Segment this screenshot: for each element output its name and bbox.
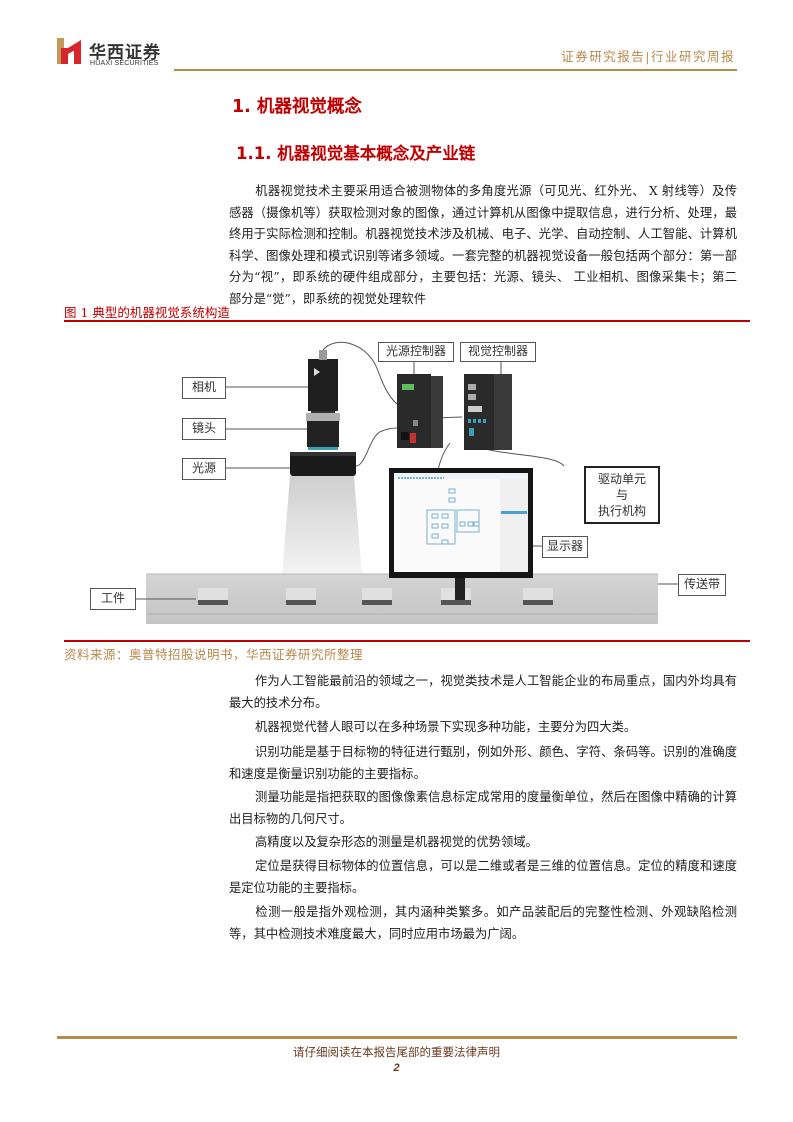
figure-top-rule — [64, 320, 750, 322]
drive-unit-line1: 驱动单元 — [597, 472, 646, 486]
body-paragraph: 检测一般是指外观检测，其内涵种类繁多。如产品装配后的完整性检测、外观缺陷检测等，… — [229, 902, 737, 945]
figure-source: 资料来源：奥普特招股说明书，华西证券研究所整理 — [64, 647, 364, 662]
section-heading: 1. 机器视觉概念 — [232, 97, 362, 117]
footer-divider — [57, 1036, 737, 1039]
drive-unit-line3: 执行机构 — [597, 504, 646, 518]
body-paragraph: 机器视觉代替人眼可以在多种场景下实现多种功能，主要分为四大类。 — [229, 717, 737, 739]
machine-vision-diagram: 相机 镜头 光源 光源控制器 视觉控制器 驱动单元 与 执行机构 显示器 工件 … — [64, 326, 750, 638]
label-camera: 相机 — [182, 377, 226, 399]
body-paragraph: 识别功能是基于目标物的特征进行甄别，例如外形、颜色、字符、条码等。识别的准确度和… — [229, 742, 737, 785]
label-workpiece: 工件 — [90, 588, 136, 610]
body-paragraph: 高精度以及复杂形态的测量是机器视觉的优势领域。 — [229, 832, 737, 854]
body-paragraph: 定位是获得目标物体的位置信息，可以是二维或者是三维的位置信息。定位的精度和速度是… — [229, 856, 737, 899]
paragraph-text: 作为人工智能最前沿的领域之一，视觉类技术是人工智能企业的布局重点，国内外均具有最… — [229, 674, 737, 710]
paragraph-text: 定位是获得目标物体的位置信息，可以是二维或者是三维的位置信息。定位的精度和速度是… — [229, 859, 737, 895]
figure-bottom-rule — [64, 640, 750, 642]
body-paragraph: 作为人工智能最前沿的领域之一，视觉类技术是人工智能企业的布局重点，国内外均具有最… — [229, 671, 737, 714]
label-light-controller: 光源控制器 — [378, 342, 454, 362]
label-lens: 镜头 — [182, 418, 226, 440]
header-divider — [174, 69, 737, 71]
label-display: 显示器 — [542, 536, 588, 558]
page-number: 2 — [393, 1062, 400, 1074]
label-conveyor: 传送带 — [678, 574, 726, 596]
intro-text: 机器视觉技术主要采用适合被测物体的多角度光源（可见光、红外光、 X 射线等）及传… — [229, 184, 737, 306]
subsection-heading: 1.1. 机器视觉基本概念及产业链 — [236, 144, 476, 163]
body-paragraph: 测量功能是指把获取的图像像素信息标定成常用的度量衡单位，然后在图像中精确的计算出… — [229, 787, 737, 830]
drive-unit-line2: 与 — [615, 488, 628, 502]
label-light-source: 光源 — [182, 458, 226, 480]
paragraph-text: 机器视觉代替人眼可以在多种场景下实现多种功能，主要分为四大类。 — [255, 720, 637, 734]
label-drive-unit: 驱动单元 与 执行机构 — [584, 466, 660, 524]
paragraph-text: 检测一般是指外观检测，其内涵种类繁多。如产品装配后的完整性检测、外观缺陷检测等，… — [229, 905, 737, 941]
legal-disclaimer: 请仔细阅读在本报告尾部的重要法律声明 — [293, 1045, 500, 1059]
logo-icon — [57, 38, 81, 64]
figure-title: 图 1 典型的机器视觉系统构造 — [64, 305, 230, 320]
logo-english-name: HUAXI SECURITIES — [90, 60, 159, 67]
intro-paragraph: 机器视觉技术主要采用适合被测物体的多角度光源（可见光、红外光、 X 射线等）及传… — [229, 181, 737, 310]
logo-chinese-name: 华西证券 — [89, 43, 161, 63]
paragraph-text: 识别功能是基于目标物的特征进行甄别，例如外形、颜色、字符、条码等。识别的准确度和… — [229, 745, 737, 781]
paragraph-text: 测量功能是指把获取的图像像素信息标定成常用的度量衡单位，然后在图像中精确的计算出… — [229, 790, 737, 826]
report-type: 证券研究报告|行业研究周报 — [561, 49, 735, 64]
label-vision-controller: 视觉控制器 — [460, 342, 536, 362]
paragraph-text: 高精度以及复杂形态的测量是机器视觉的优势领域。 — [255, 835, 538, 849]
